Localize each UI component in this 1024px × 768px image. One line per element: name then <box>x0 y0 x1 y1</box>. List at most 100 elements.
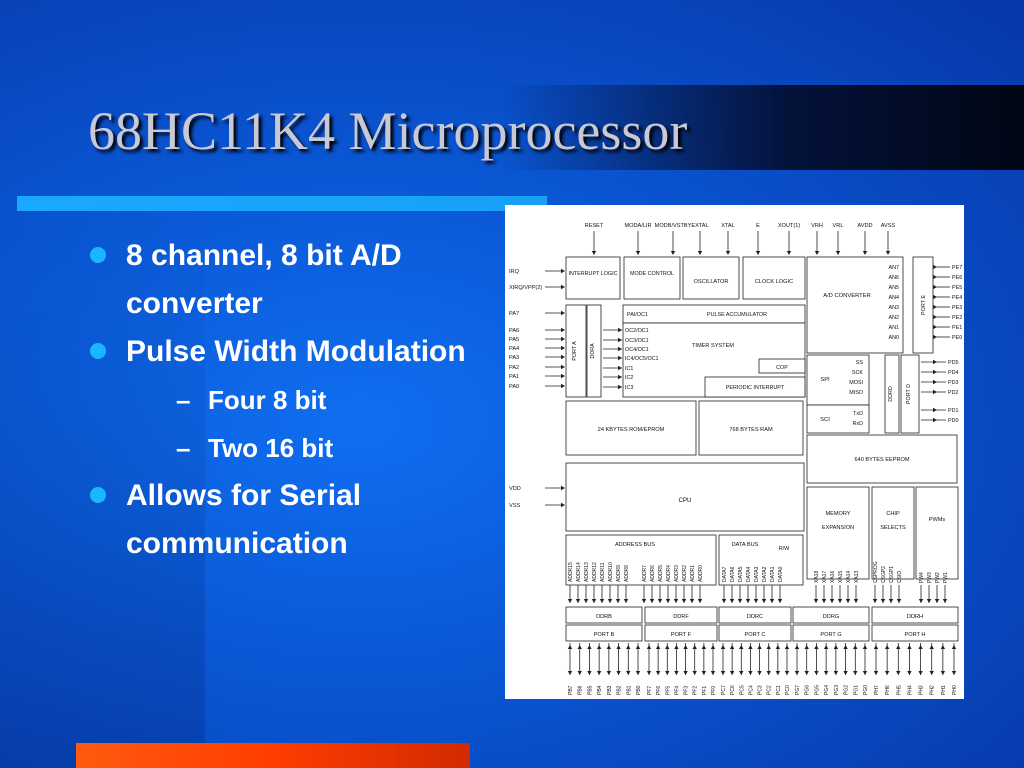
ddr-label: DDRF <box>673 614 689 620</box>
arrow-icon <box>665 599 671 603</box>
bullet-item: 8 channel, 8 bit A/D converter <box>88 232 498 328</box>
arrow-icon <box>683 671 688 675</box>
diagram-label: ADDRESS BUS <box>615 542 655 548</box>
arrow-icon <box>918 671 923 675</box>
arrow-icon <box>561 364 565 370</box>
top-pin-label: AVSS <box>881 223 896 229</box>
port-pin-label: PB1 <box>626 685 632 695</box>
arrow-icon <box>933 334 937 340</box>
an-label: AN3 <box>889 305 900 311</box>
arrow-icon <box>561 354 565 360</box>
arrow-icon <box>596 671 602 675</box>
diagram-label: PERIODIC INTERRUPT <box>726 385 785 391</box>
arrow-icon <box>823 671 829 675</box>
port-pin-label: PG1 <box>853 685 859 695</box>
diagram-label: DDRD <box>888 386 894 402</box>
arrow-icon <box>775 671 781 675</box>
ddr-block <box>718 606 792 624</box>
arrow-icon <box>843 671 848 675</box>
arrow-icon <box>769 599 775 603</box>
port-pin-label: PC6 <box>730 685 736 695</box>
arrow-icon <box>725 251 731 255</box>
arrow-icon <box>942 599 948 603</box>
bullet-text: Allows for Serial communication <box>126 479 362 560</box>
data-line-label: DATA0 <box>778 566 784 582</box>
pd-pin-label: PD1 <box>948 408 959 414</box>
port-pin-label: PG0 <box>863 685 869 695</box>
arrow-icon <box>615 599 621 603</box>
cop-block <box>758 358 806 374</box>
port-pin-label: PG4 <box>824 685 830 695</box>
diagram-label: PWMs <box>929 517 946 523</box>
pe-pin-label: PE6 <box>952 275 962 281</box>
arrow-icon <box>933 264 937 270</box>
arrow-icon <box>748 645 753 649</box>
cs-line-label: CSGP1 <box>889 566 895 583</box>
bullet-item: Allows for Serial communication <box>88 472 498 568</box>
arrow-icon <box>649 599 655 603</box>
arrow-icon <box>729 645 735 649</box>
an-label: AN0 <box>889 335 900 341</box>
arrow-icon <box>951 645 957 649</box>
port-pin-label: PG2 <box>844 685 850 695</box>
pe-pin-label: PE2 <box>952 315 962 321</box>
port-block <box>644 624 718 642</box>
arrow-icon <box>681 599 687 603</box>
arrow-icon <box>845 599 851 603</box>
arrow-icon <box>918 599 924 603</box>
arrow-icon <box>657 599 663 603</box>
data-line-label: DATA6 <box>730 566 736 582</box>
arrow-icon <box>940 645 946 649</box>
arrow-icon <box>784 671 790 675</box>
arrow-icon <box>674 671 679 675</box>
arrow-icon <box>670 251 676 255</box>
port-pin-label: PB4 <box>597 685 603 695</box>
diagram-label: CHIP <box>886 511 900 517</box>
sub-bullet-text: Four 8 bit <box>208 385 327 415</box>
rom-eprom-block <box>565 400 697 456</box>
arrow-icon <box>753 599 759 603</box>
arrow-icon <box>814 671 819 675</box>
periodic-interrupt-block <box>704 376 806 398</box>
port-pin-label: PH0 <box>952 685 958 695</box>
diagram-label: PORT A <box>572 341 578 361</box>
arrow-icon <box>616 645 621 649</box>
xa-line-label: XA15 <box>838 571 844 583</box>
data-line-label: DATA7 <box>722 566 728 582</box>
diagram-label: MEMORY <box>825 511 850 517</box>
port-label: PORT F <box>671 632 692 638</box>
data-bus-block <box>718 534 804 586</box>
arrow-icon <box>692 671 697 675</box>
addr-low-label: ADDR4 <box>666 565 672 582</box>
left-pin-label: PA7 <box>509 311 519 317</box>
arrow-icon <box>951 671 957 675</box>
arrow-icon <box>786 251 792 255</box>
addr-high-label: ADDR14 <box>576 562 582 582</box>
arrow-icon <box>755 251 761 255</box>
arrow-icon <box>575 599 581 603</box>
pw-line-label: PW3 <box>927 572 933 583</box>
top-pin-label: E <box>756 223 760 229</box>
diagram-label: 768 BYTES RAM <box>729 427 773 433</box>
port-pin-label: PH4 <box>907 685 913 695</box>
arrow-icon <box>794 645 800 649</box>
pe-pin-label: PE3 <box>952 305 962 311</box>
arrow-icon <box>646 671 652 675</box>
arrow-icon <box>804 645 809 649</box>
pw-line-label: PW2 <box>935 572 941 583</box>
arrow-icon <box>577 671 582 675</box>
addr-low-label: ADDR5 <box>658 565 664 582</box>
diagram-label: SPI <box>820 377 830 383</box>
arrow-icon <box>596 645 602 649</box>
arrow-icon <box>804 671 809 675</box>
data-line-label: DATA2 <box>762 566 768 582</box>
arrow-icon <box>853 671 858 675</box>
diagram-label: MODE CONTROL <box>630 271 674 277</box>
arrow-icon <box>843 645 848 649</box>
clock-logic-block <box>742 256 806 300</box>
left-pin-label: PA1 <box>509 374 519 380</box>
addr-high-label: ADDR11 <box>600 562 606 582</box>
arrow-icon <box>606 671 612 675</box>
arrow-icon <box>720 671 726 675</box>
arrow-icon <box>757 671 762 675</box>
